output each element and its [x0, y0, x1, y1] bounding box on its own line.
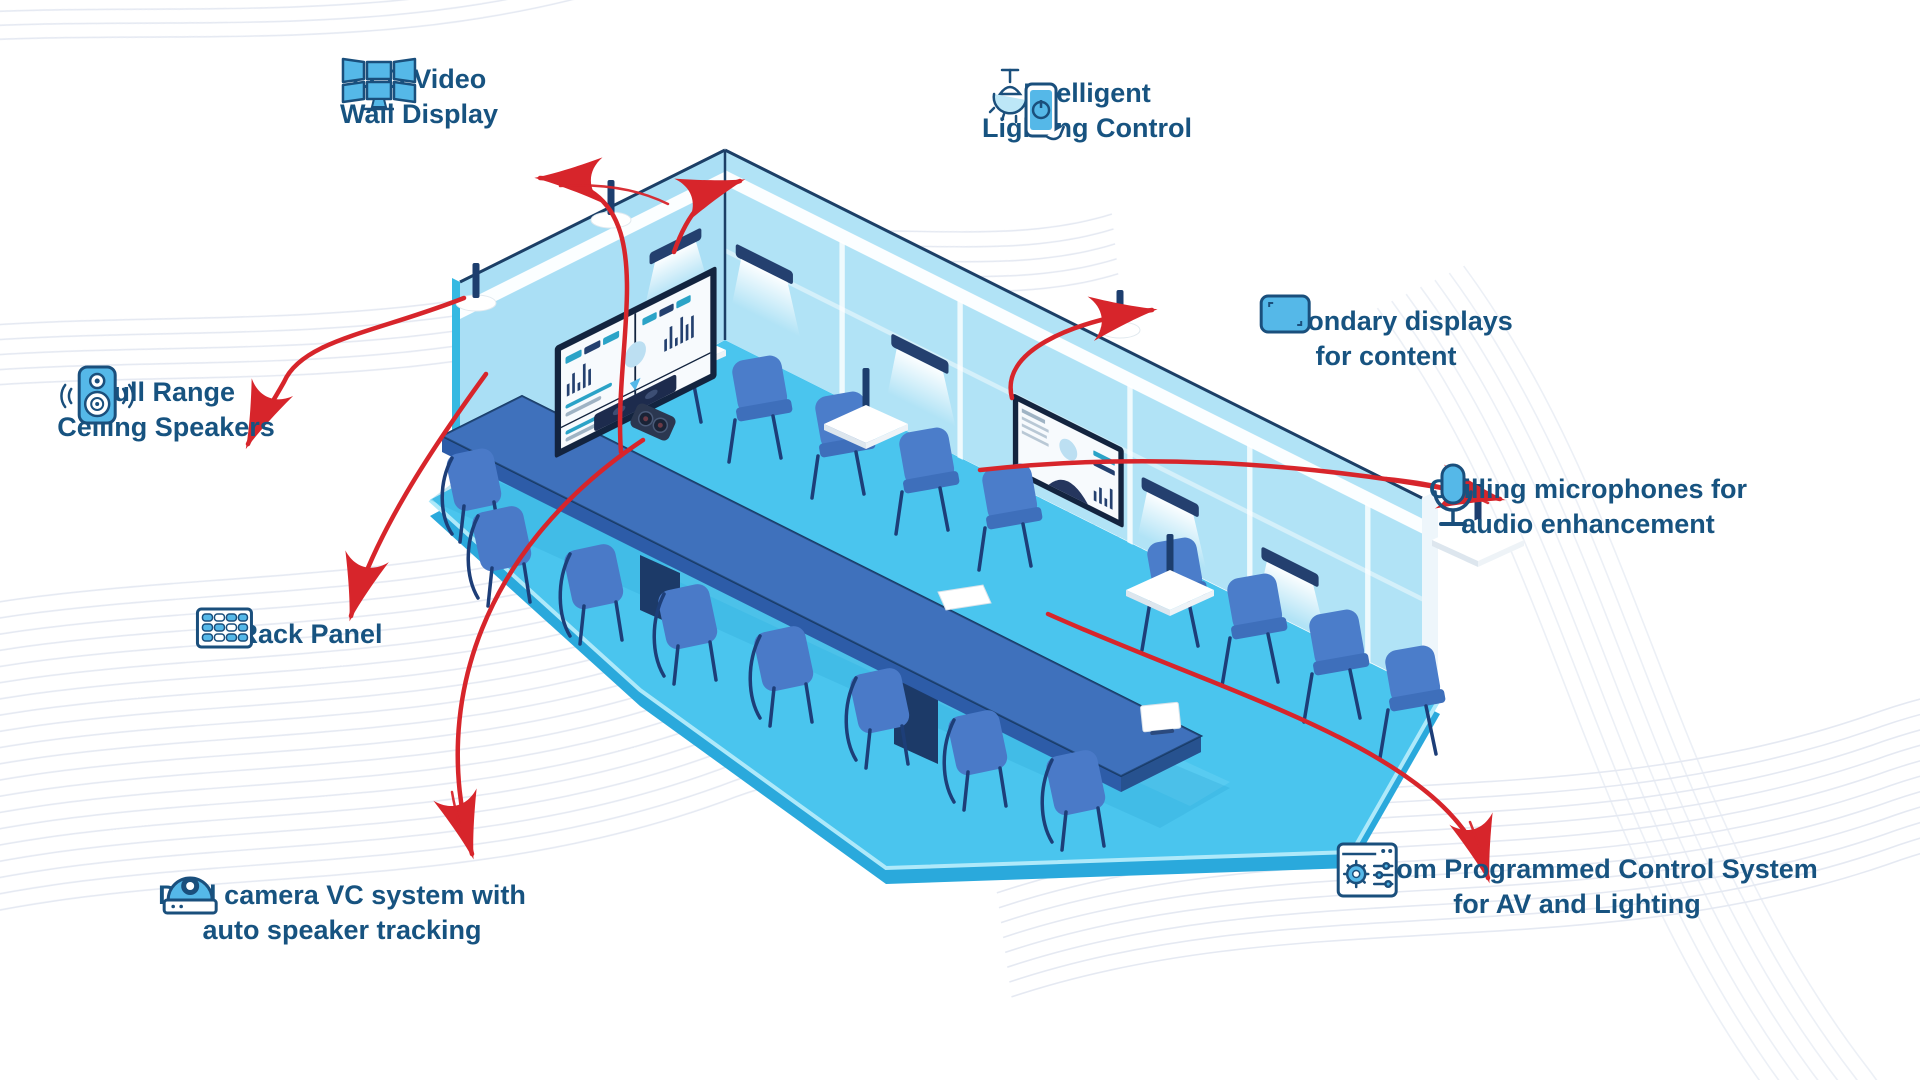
- chair: [894, 427, 960, 536]
- chair: [440, 448, 502, 544]
- chair: [727, 355, 793, 464]
- annotation-arrows: [245, 157, 1506, 884]
- ceiling-mic-panel: [1126, 484, 1524, 616]
- chair: [1040, 750, 1106, 852]
- label-line: Full Range: [96, 377, 236, 407]
- chair: [977, 463, 1043, 572]
- label-line: Dual camera VC system with: [158, 880, 526, 910]
- label-line: Custom Programmed Control System: [1336, 854, 1818, 884]
- led-video-wall: [554, 266, 717, 458]
- label-av-rack-panel: AV Rack Panel: [195, 607, 383, 652]
- label-intelligent-lighting: Intelligent Lighting Control: [982, 66, 1192, 146]
- label-dual-camera: Dual camera VC system with auto speaker …: [158, 868, 526, 948]
- arrow-control: [1045, 611, 1493, 884]
- arrow-av-rack: [345, 371, 489, 622]
- chair: [844, 668, 910, 770]
- label-line: Ceilling microphones for: [1428, 474, 1748, 504]
- paper-on-table: [937, 584, 992, 611]
- label-line: for AV and Lighting: [1453, 889, 1701, 919]
- mini-display: [1140, 701, 1182, 736]
- chair: [1302, 609, 1370, 724]
- arrow-led-wall: [534, 157, 630, 455]
- arrow-secondary: [1008, 296, 1158, 401]
- chair: [558, 544, 624, 646]
- label-line: for content: [1315, 341, 1457, 371]
- vc-dual-camera: [630, 403, 676, 441]
- chair-row-back: [647, 319, 1446, 760]
- arrow-mics: [977, 458, 1506, 509]
- chair: [748, 626, 814, 728]
- arrow-speakers: [245, 295, 467, 450]
- right-wall: [724, 148, 1438, 688]
- conference-table: [430, 394, 1230, 828]
- chair-row-front: [440, 448, 1106, 852]
- chair: [466, 506, 532, 608]
- label-line: auto speaker tracking: [202, 915, 482, 945]
- label-ceiling-microphones: Ceilling microphones for audio enhanceme…: [1429, 462, 1747, 542]
- arrow-lighting: [671, 178, 746, 255]
- label-secondary-displays: Secondary displays for content: [1259, 294, 1513, 374]
- label-full-range-speakers: Full Range Ceiling Speakers: [57, 365, 275, 445]
- arrow-dual-camera: [433, 437, 646, 860]
- chair: [1220, 573, 1288, 688]
- chair: [1378, 645, 1446, 760]
- label-line: audio enhancement: [1461, 509, 1715, 539]
- secondary-display: [1012, 393, 1124, 528]
- label-custom-control: Custom Programmed Control System for AV …: [1336, 842, 1818, 922]
- chair: [942, 710, 1008, 812]
- label-line: Wall Display: [339, 99, 499, 129]
- label-led-video-wall: LED Video Wall Display: [340, 52, 498, 132]
- chair: [652, 584, 718, 686]
